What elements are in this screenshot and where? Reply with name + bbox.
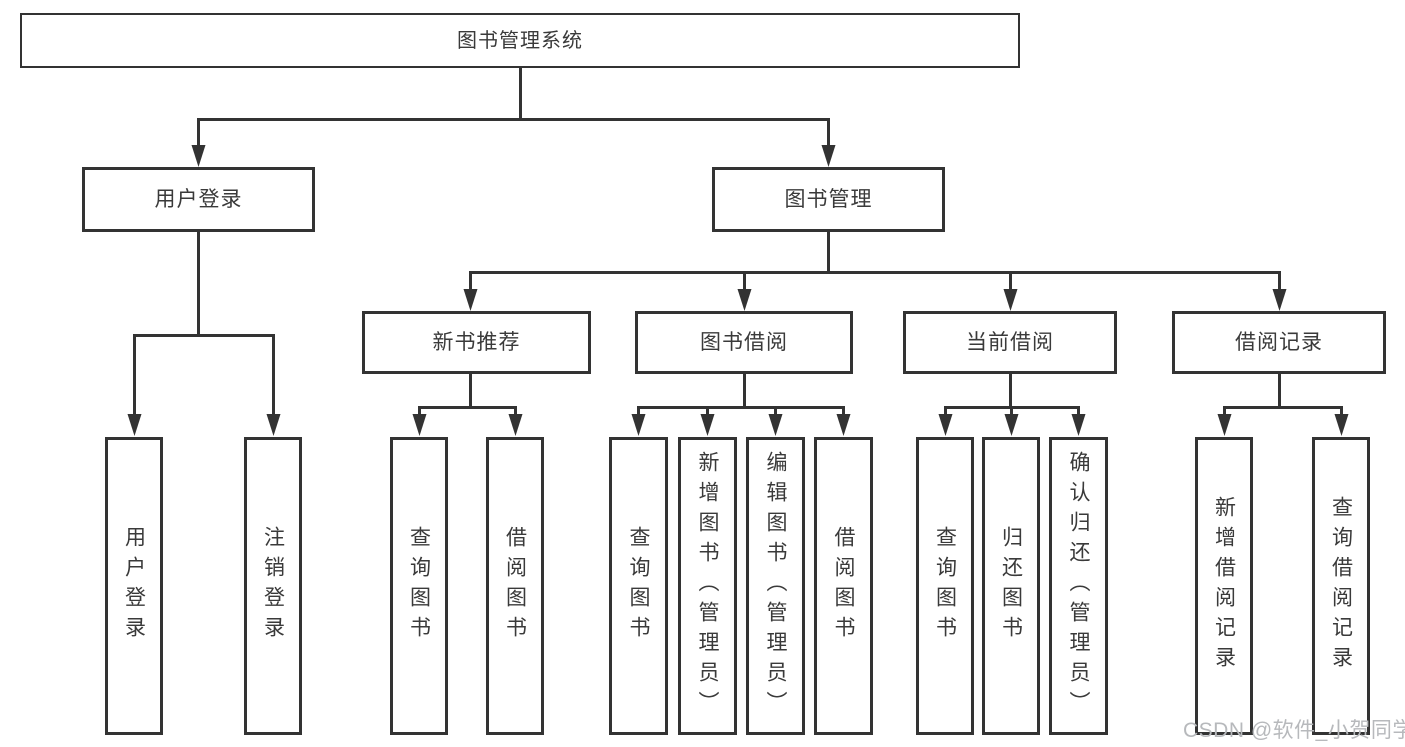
node-root-label: 图书管理系统 [457,29,583,52]
leaf-user-login: 用户登录 [105,437,163,735]
leaf-label: 确认归还（管理员） [1067,451,1090,721]
leaf-label: 新增借阅记录 [1212,496,1236,676]
leaf-label: 借阅图书 [832,526,855,646]
leaf-query-books-1: 查询图书 [390,437,448,735]
watermark: CSDN @软件_小贺同学 [1183,719,1405,742]
leaf-label: 查询图书 [407,526,431,646]
leaf-label: 查询图书 [627,526,650,646]
node-root: 图书管理系统 [20,13,1020,68]
leaf-label: 编辑图书（管理员） [764,451,787,721]
leaf-label: 借阅图书 [503,526,527,646]
leaf-label: 查询图书 [933,526,957,646]
leaf-label: 用户登录 [122,526,146,646]
node-book-borrow: 图书借阅 [635,311,853,374]
leaf-borrow-books-2: 借阅图书 [814,437,873,735]
leaf-label: 归还图书 [999,526,1023,646]
leaf-logout: 注销登录 [244,437,302,735]
leaf-add-books-admin: 新增图书（管理员） [678,437,737,735]
leaf-label: 新增图书（管理员） [696,451,719,721]
node-label: 用户登录 [154,188,243,211]
leaf-query-books-2: 查询图书 [609,437,668,735]
leaf-query-books-3: 查询图书 [916,437,974,735]
leaf-query-borrow-record: 查询借阅记录 [1312,437,1370,735]
node-label: 借阅记录 [1235,331,1323,354]
node-new-book-recommend: 新书推荐 [362,311,591,374]
node-current-borrow: 当前借阅 [903,311,1117,374]
leaf-confirm-return-admin: 确认归还（管理员） [1049,437,1108,735]
leaf-label: 注销登录 [261,526,285,646]
leaf-return-books: 归还图书 [982,437,1040,735]
node-label: 新书推荐 [432,331,521,354]
leaf-borrow-books-1: 借阅图书 [486,437,544,735]
node-label: 当前借阅 [966,331,1054,354]
leaf-add-borrow-record: 新增借阅记录 [1195,437,1253,735]
node-label: 图书管理 [784,188,873,211]
leaf-label: 查询借阅记录 [1329,496,1353,676]
node-label: 图书借阅 [700,331,788,354]
node-borrow-records: 借阅记录 [1172,311,1386,374]
leaf-edit-books-admin: 编辑图书（管理员） [746,437,805,735]
node-book-management: 图书管理 [712,167,945,232]
node-user-login: 用户登录 [82,167,315,232]
